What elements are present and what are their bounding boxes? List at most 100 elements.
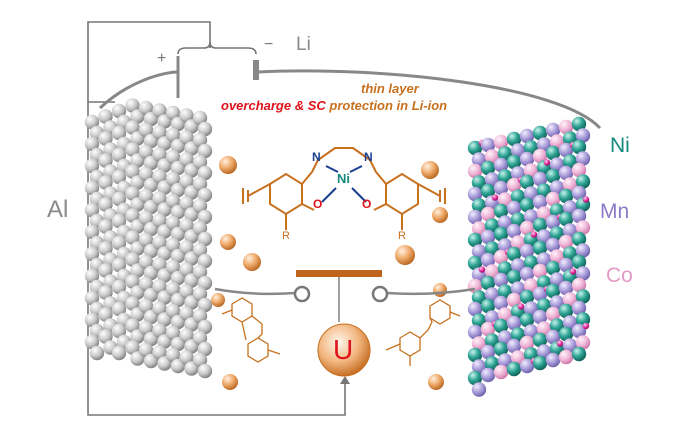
electrode-sphere (497, 169, 513, 184)
electrode-sphere (111, 169, 127, 185)
electrode-sphere (138, 298, 154, 314)
electrode-sphere (493, 180, 509, 196)
electrode-sphere (497, 146, 513, 161)
electrode-sphere (165, 171, 181, 187)
electrode-sphere (84, 246, 100, 262)
electrode-sphere (84, 268, 100, 284)
electrode-sphere (484, 333, 500, 348)
electrode-sphere (98, 285, 113, 300)
electrode-sphere (558, 211, 574, 227)
electrode-sphere (467, 232, 483, 248)
electrode-sphere (575, 174, 591, 189)
electrode-sphere (571, 208, 587, 224)
electrode-sphere (571, 162, 587, 178)
electrode-sphere (493, 134, 509, 150)
electrode-sphere (497, 215, 513, 230)
electrode-sphere (545, 352, 561, 368)
electrode-sphere (506, 338, 522, 354)
electrode-sphere (532, 194, 548, 210)
electrode-sphere (562, 154, 578, 169)
electrode-sphere (467, 347, 483, 363)
voltage-source-icon (317, 323, 371, 377)
electrode-sphere (484, 356, 500, 371)
electrode-sphere (165, 105, 181, 121)
electrode-sphere (152, 213, 167, 228)
electrode-sphere (84, 114, 100, 130)
electrode-sphere (543, 159, 551, 166)
atom-n-right: N (364, 150, 373, 164)
electrode-sphere (111, 103, 127, 119)
electrode-sphere (506, 131, 522, 147)
electrode-sphere (179, 262, 194, 277)
electrode-sphere (562, 338, 578, 353)
electrode-sphere (549, 226, 565, 241)
electrode-sphere (532, 217, 548, 233)
electrode-sphere (179, 306, 194, 321)
li-label: Li (296, 34, 311, 55)
electrode-sphere (179, 284, 194, 299)
electrode-sphere (510, 350, 526, 365)
electrode-sphere (575, 151, 591, 166)
electrode-sphere (111, 345, 127, 361)
electrode-sphere (471, 221, 487, 236)
electrode-sphere (532, 332, 548, 348)
electrode-sphere (575, 128, 591, 143)
electrode-sphere (506, 292, 522, 308)
electrode-sphere (471, 313, 487, 328)
switch-icon (214, 270, 476, 322)
electrode-sphere (467, 370, 483, 386)
electrode-sphere (510, 281, 526, 296)
electrode-sphere (536, 298, 552, 313)
electrode-sphere (523, 209, 539, 224)
electrode-sphere (519, 358, 535, 374)
electrode-sphere (111, 125, 127, 141)
electrode-sphere (125, 164, 140, 179)
electrode-sphere (549, 134, 565, 149)
electrode-sphere (558, 119, 574, 135)
electrode-sphere (111, 257, 127, 273)
electrode-sphere (192, 176, 208, 192)
electrode-sphere (506, 246, 522, 262)
electrode-sphere (197, 297, 213, 313)
electrode-sphere (467, 186, 483, 202)
electrode-sphere (84, 224, 100, 240)
electrode-sphere (152, 169, 167, 184)
electrode-sphere (98, 219, 113, 234)
electrode-sphere (523, 255, 539, 270)
electrode-sphere (530, 231, 538, 238)
electrode-sphere (497, 192, 513, 207)
electrode-sphere (558, 165, 574, 181)
atom-n-left: N (312, 150, 321, 164)
electrode-sphere (523, 163, 539, 178)
electrode-sphere (562, 246, 578, 261)
electrode-sphere (506, 200, 522, 216)
electrode-sphere (84, 136, 100, 152)
electrode-sphere (467, 140, 483, 156)
electrode-sphere (165, 347, 181, 363)
electrode-sphere (197, 165, 213, 181)
electrode-sphere (471, 244, 487, 259)
electrode-sphere (165, 149, 181, 165)
electrode-sphere (493, 318, 509, 334)
cathode-electrode (467, 116, 591, 397)
electrode-sphere (138, 254, 154, 270)
electrode-sphere (192, 264, 208, 280)
al-label: Al (47, 196, 69, 223)
electrode-sphere (506, 177, 522, 193)
electrode-sphere (545, 122, 561, 138)
electrode-sphere (84, 158, 100, 174)
electrode-sphere (506, 154, 522, 170)
electrode-sphere (480, 367, 496, 383)
electrode-sphere (558, 349, 574, 365)
electrode-sphere (493, 157, 509, 173)
electrode-sphere (536, 137, 552, 152)
cell-rim (98, 69, 602, 130)
electrode-sphere (192, 132, 208, 148)
electrode-sphere (478, 266, 486, 273)
electrode-sphere (192, 154, 208, 170)
electrode-sphere (545, 168, 561, 184)
electrode-sphere (98, 175, 113, 190)
electrode-sphere (98, 307, 113, 322)
